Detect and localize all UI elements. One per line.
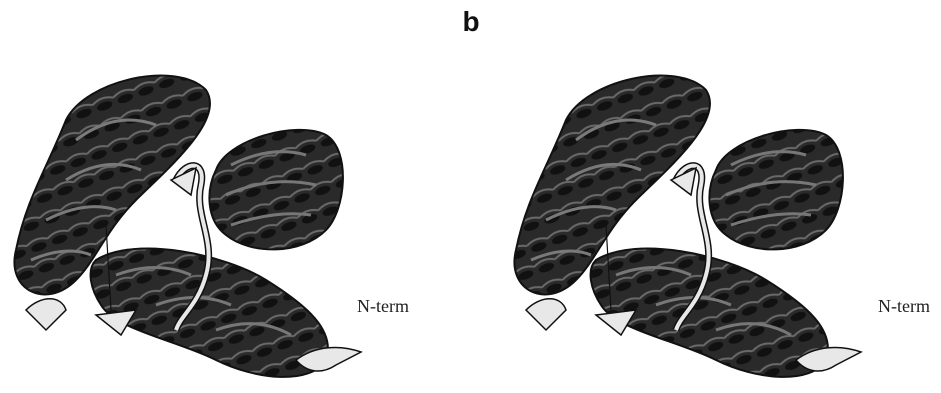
helix-2 <box>209 130 342 250</box>
protein-ribbon-right-view <box>506 60 941 390</box>
panel-label: b <box>458 6 484 38</box>
protein-ribbon-left-view <box>6 60 446 390</box>
helix-2 <box>709 130 842 250</box>
n-term-label-right: N-term <box>878 296 930 317</box>
ribbon-diagram-left <box>6 60 446 390</box>
ribbon-diagram-right <box>506 60 941 390</box>
n-term-label-left: N-term <box>357 296 409 317</box>
